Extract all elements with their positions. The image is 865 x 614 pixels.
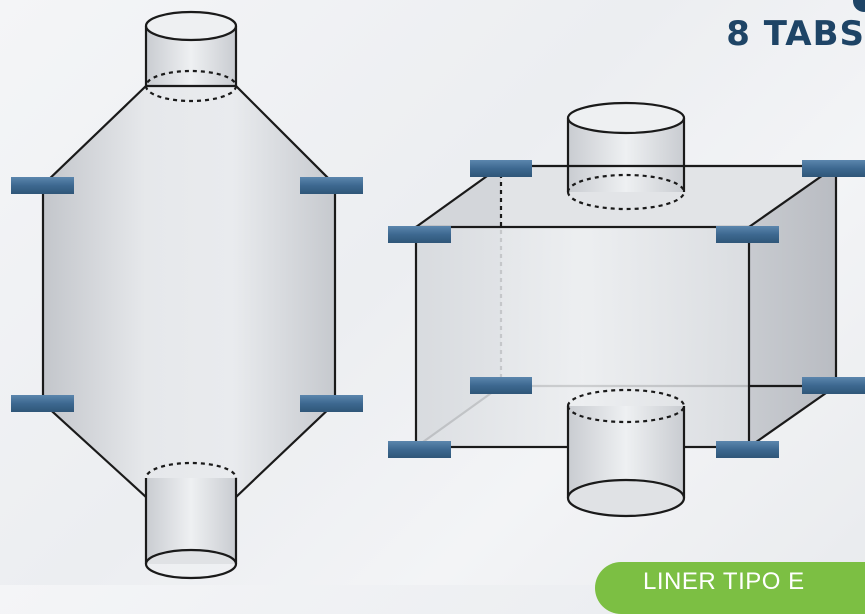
top-spout-dashed-rim bbox=[144, 69, 238, 103]
lifting-tab-front-top-right bbox=[716, 226, 779, 243]
box-top-spout bbox=[566, 101, 686, 211]
box-top-face bbox=[416, 166, 836, 227]
hexagonal-liner-diagram bbox=[11, 10, 363, 580]
bottom-spout bbox=[144, 461, 238, 580]
lifting-tab-bottom-left bbox=[11, 395, 74, 412]
liner-type-badge: LINER TIPO E bbox=[595, 562, 865, 614]
corner-mark bbox=[853, 0, 865, 12]
lifting-tab-front-bottom-left bbox=[388, 441, 451, 458]
lifting-tab-front-bottom-right bbox=[716, 441, 779, 458]
lifting-tab-back-top-left bbox=[470, 160, 532, 177]
lifting-tab-front-top-left bbox=[388, 226, 451, 243]
lifting-tab-top-right bbox=[300, 177, 363, 194]
lifting-tab-top-left bbox=[11, 177, 74, 194]
box-bottom-spout bbox=[566, 388, 686, 518]
hexagonal-body bbox=[41, 84, 337, 499]
liner-diagram-scene bbox=[11, 10, 865, 580]
lifting-tab-back-bottom-left bbox=[470, 377, 532, 394]
top-spout bbox=[144, 10, 238, 86]
box-liner-diagram bbox=[388, 101, 865, 518]
lifting-tab-bottom-right bbox=[300, 395, 363, 412]
lifting-tab-back-top-right bbox=[802, 160, 865, 177]
tabs-count-title: 8 TABS bbox=[726, 14, 865, 54]
lifting-tab-back-bottom-right bbox=[802, 377, 865, 394]
